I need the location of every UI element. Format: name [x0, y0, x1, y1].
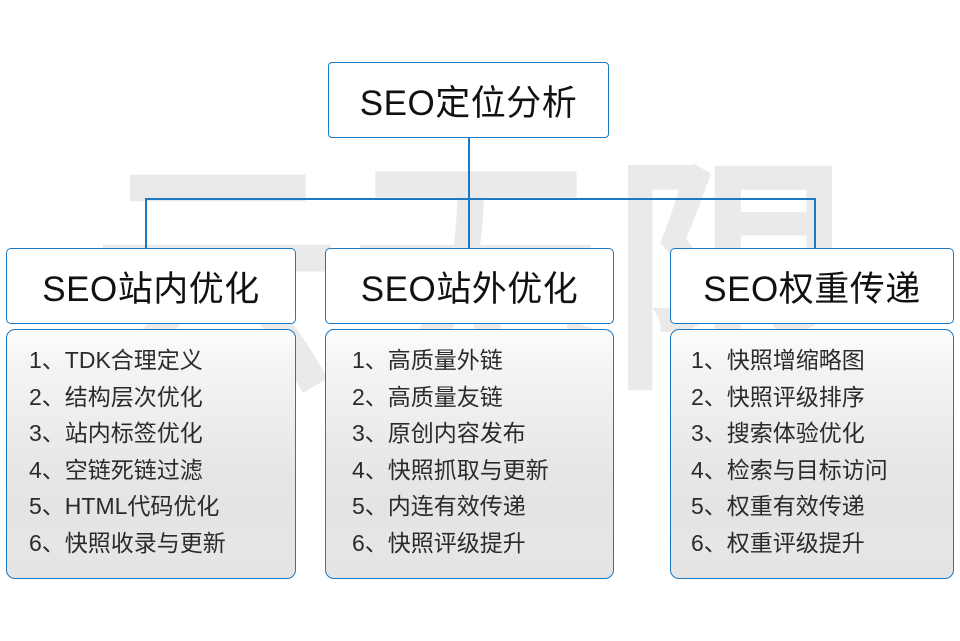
column-seo-onsite: SEO站内优化 1、TDK合理定义 2、结构层次优化 3、站内标签优化 4、空链… — [6, 248, 296, 579]
list-item: 4、空链死链过滤 — [29, 456, 203, 483]
column-body-1: 1、高质量外链 2、高质量友链 3、原创内容发布 4、快照抓取与更新 5、内连有… — [325, 329, 614, 579]
list-item: 2、结构层次优化 — [29, 383, 203, 410]
item-list-1: 1、高质量外链 2、高质量友链 3、原创内容发布 4、快照抓取与更新 5、内连有… — [326, 342, 613, 561]
column-header-label-0: SEO站内优化 — [42, 269, 260, 309]
column-header-1[interactable]: SEO站外优化 — [325, 248, 614, 324]
column-body-0: 1、TDK合理定义 2、结构层次优化 3、站内标签优化 4、空链死链过滤 5、H… — [6, 329, 296, 579]
list-item: 4、快照抓取与更新 — [352, 456, 549, 483]
list-item: 6、权重评级提升 — [691, 529, 865, 556]
list-item: 1、TDK合理定义 — [29, 347, 203, 373]
connector-trunk-vertical — [468, 138, 470, 199]
connector-drop-left — [145, 198, 147, 248]
connector-horizontal-bus — [145, 198, 815, 200]
list-item: 2、高质量友链 — [352, 383, 503, 410]
column-body-2: 1、快照增缩略图 2、快照评级排序 3、搜索体验优化 4、检索与目标访问 5、权… — [670, 329, 954, 579]
column-header-0[interactable]: SEO站内优化 — [6, 248, 296, 324]
list-item: 6、快照收录与更新 — [29, 529, 226, 556]
column-seo-weight-transfer: SEO权重传递 1、快照增缩略图 2、快照评级排序 3、搜索体验优化 4、检索与… — [670, 248, 954, 579]
column-header-label-1: SEO站外优化 — [360, 269, 579, 309]
list-item: 5、权重有效传递 — [691, 493, 865, 519]
root-node-label: SEO定位分析 — [359, 83, 578, 123]
list-item: 3、站内标签优化 — [29, 420, 203, 446]
column-seo-offsite: SEO站外优化 1、高质量外链 2、高质量友链 3、原创内容发布 4、快照抓取与… — [325, 248, 614, 579]
list-item: 5、HTML代码优化 — [29, 493, 220, 519]
list-item: 1、高质量外链 — [352, 347, 503, 373]
column-header-label-2: SEO权重传递 — [703, 269, 921, 309]
item-list-2: 1、快照增缩略图 2、快照评级排序 3、搜索体验优化 4、检索与目标访问 5、权… — [671, 342, 953, 561]
list-item: 1、快照增缩略图 — [691, 347, 865, 373]
connector-drop-center — [468, 198, 470, 248]
root-node[interactable]: SEO定位分析 — [328, 62, 609, 138]
item-list-0: 1、TDK合理定义 2、结构层次优化 3、站内标签优化 4、空链死链过滤 5、H… — [7, 342, 295, 561]
list-item: 3、原创内容发布 — [352, 420, 526, 446]
list-item: 4、检索与目标访问 — [691, 456, 888, 483]
list-item: 2、快照评级排序 — [691, 383, 865, 410]
list-item: 3、搜索体验优化 — [691, 420, 865, 446]
list-item: 5、内连有效传递 — [352, 493, 526, 519]
column-header-2[interactable]: SEO权重传递 — [670, 248, 954, 324]
list-item: 6、快照评级提升 — [352, 529, 526, 556]
connector-drop-right — [814, 198, 816, 248]
